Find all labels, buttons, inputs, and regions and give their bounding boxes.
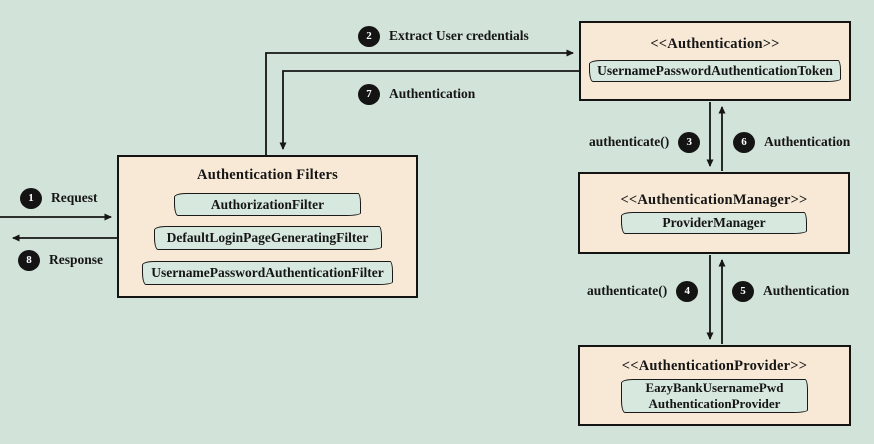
chip-eazybank-username-pwd-authentication-provider: EazyBankUsernamePwd AuthenticationProvid…	[621, 379, 808, 413]
chip-provider-manager: ProviderManager	[621, 212, 807, 234]
step-1-badge: 1	[20, 187, 42, 209]
chip-label-line2: AuthenticationProvider	[648, 396, 781, 411]
step-7-authentication: 7 Authentication	[358, 83, 475, 105]
step-4-label: authenticate()	[587, 283, 668, 298]
step-6-badge: 6	[733, 131, 755, 153]
step-5-authentication: 5 Authentication	[732, 280, 849, 302]
manager-box-title: <<AuthenticationManager>>	[620, 192, 808, 208]
authentication-box: <<Authentication>> UsernamePasswordAuthe…	[579, 21, 851, 101]
filter-chip-username-password-authentication-filter: UsernamePasswordAuthenticationFilter	[142, 261, 393, 285]
step-5-label: Authentication	[763, 283, 850, 298]
step-3-badge: 3	[678, 131, 701, 153]
authentication-filters-box: Authentication Filters AuthorizationFilt…	[117, 155, 418, 298]
step-2-extract-user-credentials: 2 Extract User credentials	[358, 25, 529, 47]
chip-label-line1: EazyBankUsernamePwd	[645, 380, 784, 395]
step-4-badge: 4	[676, 280, 699, 302]
filter-chip-default-login-page-generating-filter: DefaultLoginPageGeneratingFilter	[153, 226, 382, 250]
authentication-box-title: <<Authentication>>	[650, 36, 780, 52]
chip-label: UsernamePasswordAuthenticationToken	[597, 63, 833, 78]
step-3-label: authenticate()	[589, 134, 670, 149]
filter-chip-label: UsernamePasswordAuthenticationFilter	[151, 265, 384, 280]
step-6-label: Authentication	[764, 134, 851, 149]
step-6-authentication: 6 Authentication	[733, 131, 850, 153]
filter-chip-authorization-filter: AuthorizationFilter	[174, 193, 361, 216]
authentication-provider-box: <<AuthenticationProvider>> EazyBankUsern…	[578, 345, 851, 426]
filter-chip-label: AuthorizationFilter	[210, 196, 325, 212]
chip-label: ProviderManager	[662, 215, 766, 230]
provider-box-title: <<AuthenticationProvider>>	[621, 358, 808, 374]
step-3-authenticate: authenticate() 3	[589, 131, 701, 153]
step-1-label: Request	[51, 190, 98, 205]
step-8-response: 8 Response	[18, 249, 103, 271]
step-7-badge: 7	[358, 83, 380, 105]
chip-username-password-authentication-token: UsernamePasswordAuthenticationToken	[589, 60, 841, 82]
authentication-manager-box: <<AuthenticationManager>> ProviderManage…	[578, 172, 850, 254]
step-2-label: Extract User credentials	[389, 28, 529, 43]
filter-chip-label: DefaultLoginPageGeneratingFilter	[166, 230, 369, 245]
filters-box-title: Authentication Filters	[197, 167, 338, 183]
step-1-request: 1 Request	[20, 187, 98, 209]
step-2-badge: 2	[358, 25, 380, 47]
step-8-badge: 8	[18, 249, 40, 271]
step-7-label: Authentication	[389, 86, 476, 101]
step-8-label: Response	[49, 252, 104, 267]
step-5-badge: 5	[732, 280, 754, 302]
step-4-authenticate: authenticate() 4	[587, 280, 699, 302]
